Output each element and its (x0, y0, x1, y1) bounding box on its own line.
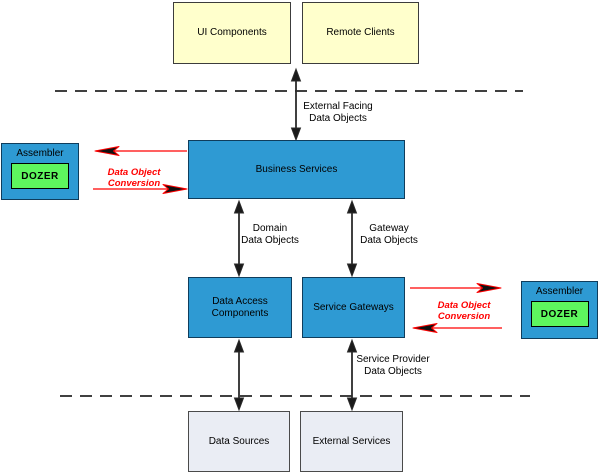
assembler-right-box: Assembler DOZER (521, 281, 598, 339)
box-service-gateways-label: Service Gateways (313, 301, 394, 313)
box-remote-clients: Remote Clients (302, 2, 419, 64)
arrow-gateways-to-external-services (346, 338, 358, 412)
assembler-left-title: Assembler (16, 148, 64, 159)
red-arrow-assembler-right-to-gateways (412, 323, 502, 333)
label-external-facing-line1: External Facing (303, 101, 373, 112)
red-arrow-gateways-to-assembler-right (410, 283, 502, 293)
label-service-provider-line2: Data Objects (364, 366, 422, 377)
red-arrow-business-to-assembler-left (94, 146, 187, 156)
dozer-left-label: DOZER (21, 170, 59, 182)
label-service-provider-line1: Service Provider (356, 354, 430, 365)
box-data-access-components: Data Access Components (188, 277, 292, 338)
label-domain-line1: Domain (252, 223, 288, 234)
arrow-business-to-service-gateways (346, 199, 358, 278)
box-service-gateways: Service Gateways (302, 277, 405, 338)
dozer-right-label: DOZER (540, 308, 579, 320)
label-data-object-conversion-left: Data Object Conversion (107, 167, 161, 189)
label-external-facing-line2: Data Objects (309, 113, 367, 124)
box-external-services-label: External Services (312, 435, 391, 447)
box-business-services: Business Services (188, 140, 405, 199)
box-business-services-label: Business Services (255, 163, 338, 175)
label-domain-line2: Data Objects (241, 235, 299, 246)
label-domain-data-objects: Domain Data Objects (228, 223, 312, 247)
label-external-facing-data-objects: External Facing Data Objects (296, 101, 380, 125)
dozer-right-box: DOZER (530, 301, 589, 327)
assembler-right-title: Assembler (535, 286, 584, 297)
red-arrow-assembler-left-to-business (93, 184, 188, 194)
box-data-sources-label: Data Sources (208, 435, 270, 447)
label-data-object-conversion-right: Data Object Conversion (437, 300, 491, 322)
box-ui-components: UI Components (173, 2, 291, 64)
label-gateway-line2: Data Objects (360, 235, 418, 246)
label-gateway-line1: Gateway (369, 223, 409, 234)
box-data-sources: Data Sources (188, 411, 290, 472)
arrow-clients-to-business-services (290, 67, 302, 142)
arrow-business-to-data-access (233, 199, 245, 278)
arrow-data-access-to-data-sources (233, 338, 245, 412)
box-remote-clients-label: Remote Clients (326, 27, 395, 38)
box-external-services: External Services (300, 411, 403, 472)
label-gateway-data-objects: Gateway Data Objects (347, 223, 431, 247)
box-data-access-components-label: Data Access Components (211, 295, 269, 319)
label-service-provider-data-objects: Service Provider Data Objects (348, 354, 438, 378)
assembler-left-box: Assembler DOZER (1, 143, 79, 200)
box-ui-components-label: UI Components (197, 27, 267, 38)
dozer-left-box: DOZER (11, 163, 69, 189)
